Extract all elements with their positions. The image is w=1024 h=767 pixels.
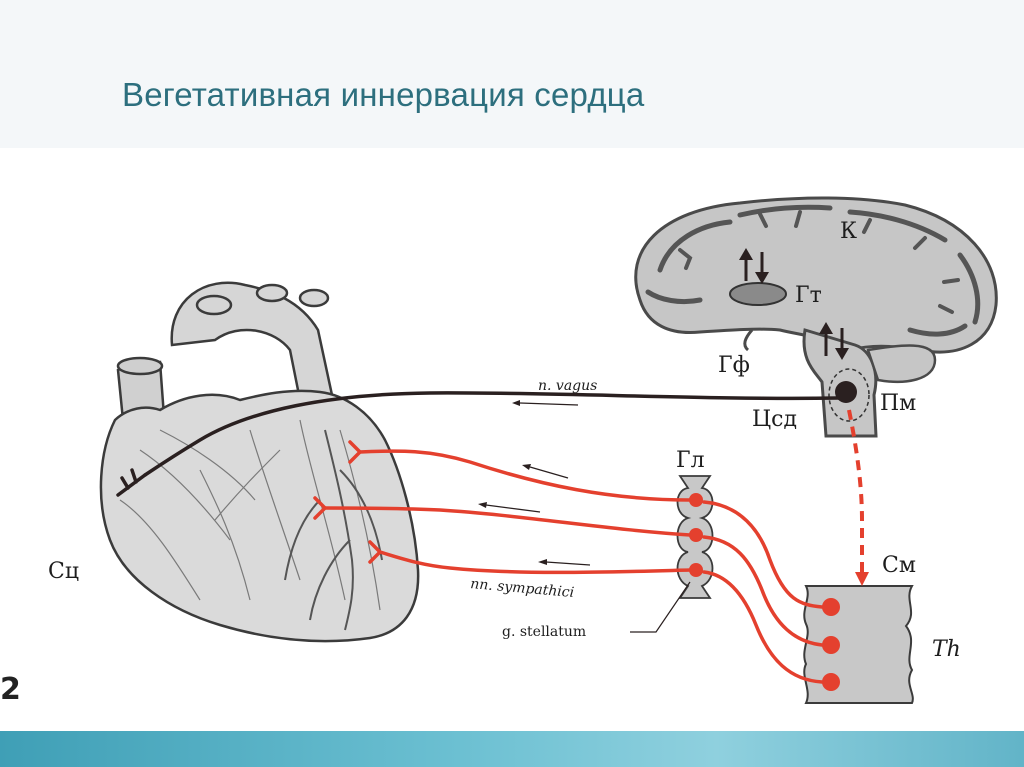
postganglionic-fiber-3 <box>378 550 692 575</box>
postganglionic-fiber-1 <box>358 449 692 502</box>
sympathetic-direction-arrows <box>478 464 591 566</box>
pituitary-stalk <box>743 329 754 352</box>
label-cardio-center: Цсд <box>752 407 797 432</box>
vagus-nerve-ending <box>116 468 147 497</box>
label-thoracic: Th <box>932 637 961 662</box>
label-vagus: n. vagus <box>538 378 597 394</box>
sympathetic-ending-1 <box>348 440 362 464</box>
cardio-center-nucleus <box>835 381 857 403</box>
ganglion-neuron-2 <box>689 528 703 542</box>
spinal-cord-segment <box>803 585 914 704</box>
central-descending-pathway <box>847 409 864 575</box>
central-pathway-arrowhead <box>855 572 869 586</box>
label-stellate: g. stellatum <box>502 624 586 640</box>
vagus-nerve-fiber <box>143 391 840 477</box>
cerebellum <box>866 344 937 384</box>
lateral-horn-neuron-3 <box>822 673 840 691</box>
footer-band <box>0 731 1024 767</box>
label-pituitary: Гф <box>718 353 750 378</box>
lateral-horn-neuron-1 <box>822 598 840 616</box>
label-heart: Сц <box>48 559 79 584</box>
label-medulla: Пм <box>880 391 916 416</box>
slide-title: Вегетативная иннервация сердца <box>122 76 645 113</box>
vessel-2 <box>255 283 289 303</box>
label-spinal-cord: См <box>882 553 916 578</box>
preganglionic-fiber-3 <box>702 570 824 684</box>
preganglionic-fibers <box>702 500 824 684</box>
ganglion-neuron-1 <box>689 493 703 507</box>
preganglionic-fiber-2 <box>702 535 824 647</box>
ganglion-neuron-3 <box>689 563 703 577</box>
postganglionic-fiber-2 <box>323 506 692 537</box>
label-hypothalamus: Гт <box>795 283 822 308</box>
label-ganglion: Гл <box>676 448 705 473</box>
vena-cava-opening <box>116 356 164 376</box>
cortex-gyri-inner <box>678 210 960 314</box>
heart-illustration <box>99 281 420 643</box>
sympathetic-ending-3 <box>368 540 382 564</box>
vagus-direction-arrowhead <box>512 400 520 406</box>
brain-illustration <box>634 196 998 438</box>
preganglionic-fiber-1 <box>702 500 824 609</box>
hypothalamus-medulla-arrows <box>819 322 849 360</box>
vessel-3 <box>298 288 330 308</box>
vagus-direction-arrow <box>519 402 579 406</box>
medulla-center-ring <box>828 368 870 422</box>
label-sympathetic: nn. sympathici <box>470 576 575 601</box>
vessel-1 <box>195 294 233 316</box>
page-number: 2 <box>0 672 21 707</box>
lateral-horn-neuron-2 <box>822 636 840 654</box>
cerebrum <box>634 196 998 354</box>
sympathetic-endings <box>313 440 382 564</box>
label-cortex: К <box>840 219 857 244</box>
title-band <box>0 0 1024 148</box>
postganglionic-fibers <box>323 449 692 575</box>
sympathetic-ending-2 <box>313 496 327 520</box>
cortex-gyri <box>645 204 981 337</box>
vagus-nerve <box>116 391 840 497</box>
cortex-hypothalamus-arrows <box>739 248 769 284</box>
ganglion-chain <box>676 475 714 599</box>
hypothalamus-nucleus <box>729 282 787 306</box>
stellate-pointer-line <box>630 581 691 633</box>
